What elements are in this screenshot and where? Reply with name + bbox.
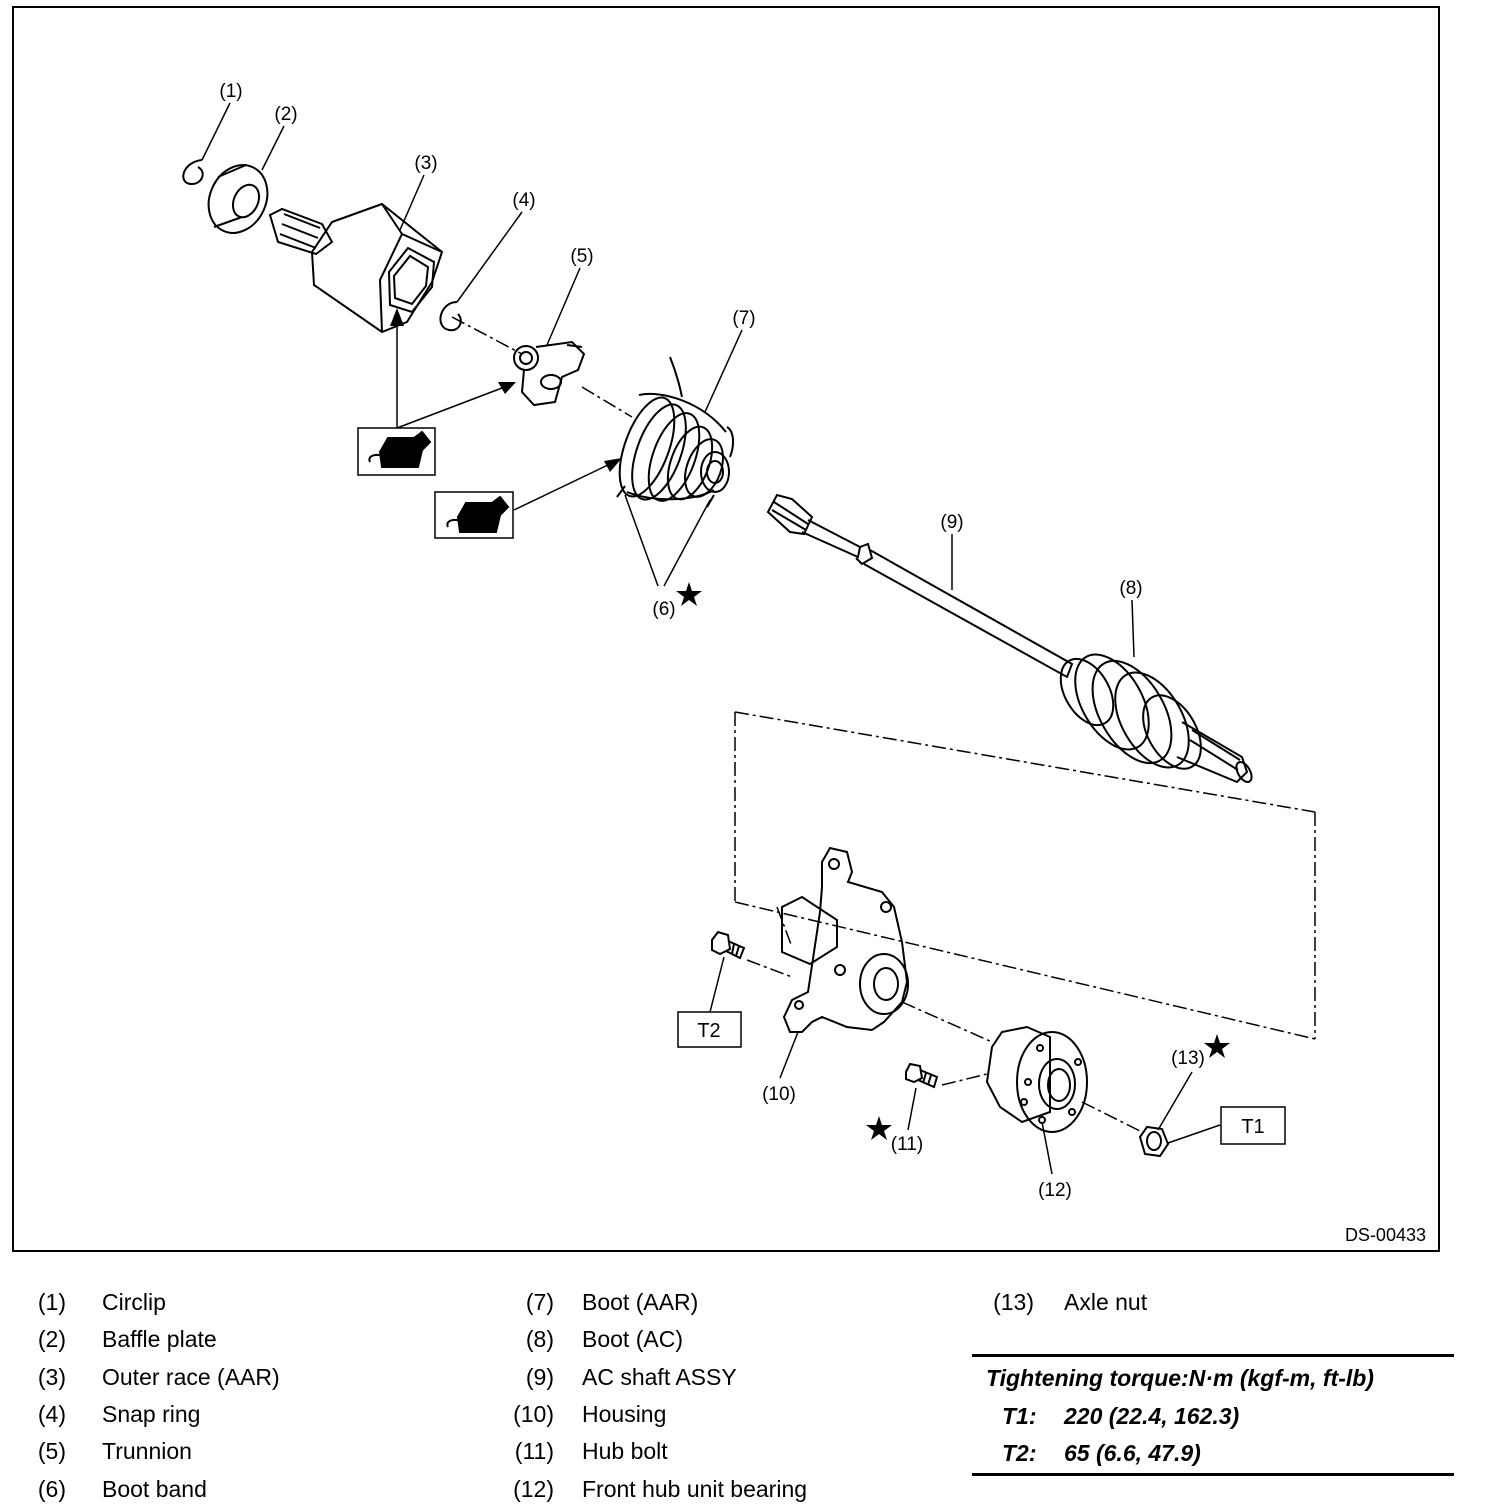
legend-name: Snap ring	[102, 1401, 201, 1427]
torque-box-t1	[1220, 1106, 1286, 1145]
star-icon	[676, 582, 702, 606]
callout-2: (2)	[274, 104, 297, 125]
torque-row-t2: T2: 65 (6.6, 47.9)	[1002, 1440, 1201, 1467]
centerline	[451, 316, 1316, 1133]
torque-row-t1: T1: 220 (22.4, 162.3)	[1002, 1403, 1239, 1430]
circlip-part	[182, 159, 204, 186]
outer-race-part	[268, 202, 444, 334]
legend-name: Housing	[582, 1401, 667, 1427]
star-icon	[866, 1116, 892, 1140]
housing-bolt-part	[711, 930, 746, 960]
star-icon	[1204, 1034, 1230, 1058]
ac-shaft-part	[766, 493, 1074, 679]
torque-box-t1-label: T1	[1241, 1116, 1264, 1138]
callout-4: (4)	[512, 190, 535, 211]
legend-number: (1)	[37, 1289, 66, 1315]
axle-nut-part	[1138, 1125, 1170, 1158]
legend-name: AC shaft ASSY	[582, 1364, 737, 1390]
torque-label: T2:	[1002, 1440, 1037, 1466]
legend-number: (13)	[993, 1289, 1034, 1315]
legend-name: Circlip	[102, 1289, 166, 1315]
callout-3: (3)	[414, 153, 437, 174]
figure-id: DS-00433	[1344, 1225, 1426, 1245]
arrowheads	[390, 308, 622, 472]
grease-icon	[434, 491, 514, 539]
boot-aar-part	[616, 356, 734, 508]
torque-value: 65 (6.6, 47.9)	[1064, 1440, 1201, 1466]
torque-box-t2-label: T2	[697, 1020, 720, 1042]
legend-number: (6)	[37, 1476, 66, 1502]
legend-number: (10)	[513, 1401, 554, 1427]
housing-part	[781, 846, 909, 1033]
legend-number: (4)	[37, 1401, 66, 1427]
legend-name: Axle nut	[1064, 1289, 1148, 1315]
trunnion-part	[513, 340, 586, 407]
callout-6: (6)	[652, 599, 675, 620]
callout-8: (8)	[1119, 578, 1142, 599]
callout-1: (1)	[219, 81, 242, 102]
torque-value: 220 (22.4, 162.3)	[1064, 1403, 1240, 1429]
legend-name: Boot (AAR)	[582, 1289, 699, 1315]
legend-number: (11)	[514, 1438, 554, 1464]
legend-number: (8)	[525, 1326, 554, 1352]
legend-name: Baffle plate	[102, 1326, 217, 1352]
legend-name: Outer race (AAR)	[102, 1364, 280, 1390]
legend-number: (3)	[37, 1364, 66, 1390]
callout-9: (9)	[940, 512, 963, 533]
hub-bearing-part	[985, 1025, 1088, 1133]
snap-ring-part	[439, 301, 462, 332]
callout-10: (10)	[762, 1084, 796, 1105]
legend-number: (9)	[525, 1364, 554, 1390]
tightening-torque-box: Tightening torque:N·m (kgf-m, ft-lb) T1:…	[972, 1354, 1454, 1476]
legend-number: (5)	[37, 1438, 66, 1464]
callout-5: (5)	[570, 246, 593, 267]
diagram-frame: (1) (2) (3) (4) (5) (6) (7) (8) (9) (10)…	[12, 6, 1440, 1252]
replace-star-marks	[676, 582, 1230, 1140]
exploded-view-diagram: (1) (2) (3) (4) (5) (6) (7) (8) (9) (10)…	[182, 81, 1316, 1201]
callout-13: (13)	[1171, 1048, 1205, 1069]
callout-12: (12)	[1038, 1180, 1072, 1201]
legend-name: Trunnion	[102, 1438, 192, 1464]
legend-name: Boot band	[102, 1476, 207, 1502]
torque-label: T1:	[1002, 1403, 1037, 1429]
callout-11: (11)	[891, 1134, 923, 1155]
legend-number: (12)	[513, 1476, 554, 1502]
legend-name: Boot (AC)	[582, 1326, 683, 1352]
boot-ac-part	[1059, 653, 1253, 784]
legend-name: Hub bolt	[582, 1438, 668, 1464]
legend-name: Front hub unit bearing	[582, 1476, 808, 1502]
grease-icon	[357, 427, 436, 476]
torque-title: Tightening torque:N·m (kgf-m, ft-lb)	[986, 1365, 1374, 1391]
leader-lines	[201, 102, 1221, 1175]
legend-number: (2)	[37, 1326, 66, 1352]
hub-bolt-part	[905, 1062, 939, 1089]
legend-number: (7)	[525, 1289, 554, 1315]
callout-7: (7)	[732, 308, 755, 329]
torque-box-t2	[677, 1011, 742, 1048]
baffle-plate-part	[207, 164, 269, 234]
